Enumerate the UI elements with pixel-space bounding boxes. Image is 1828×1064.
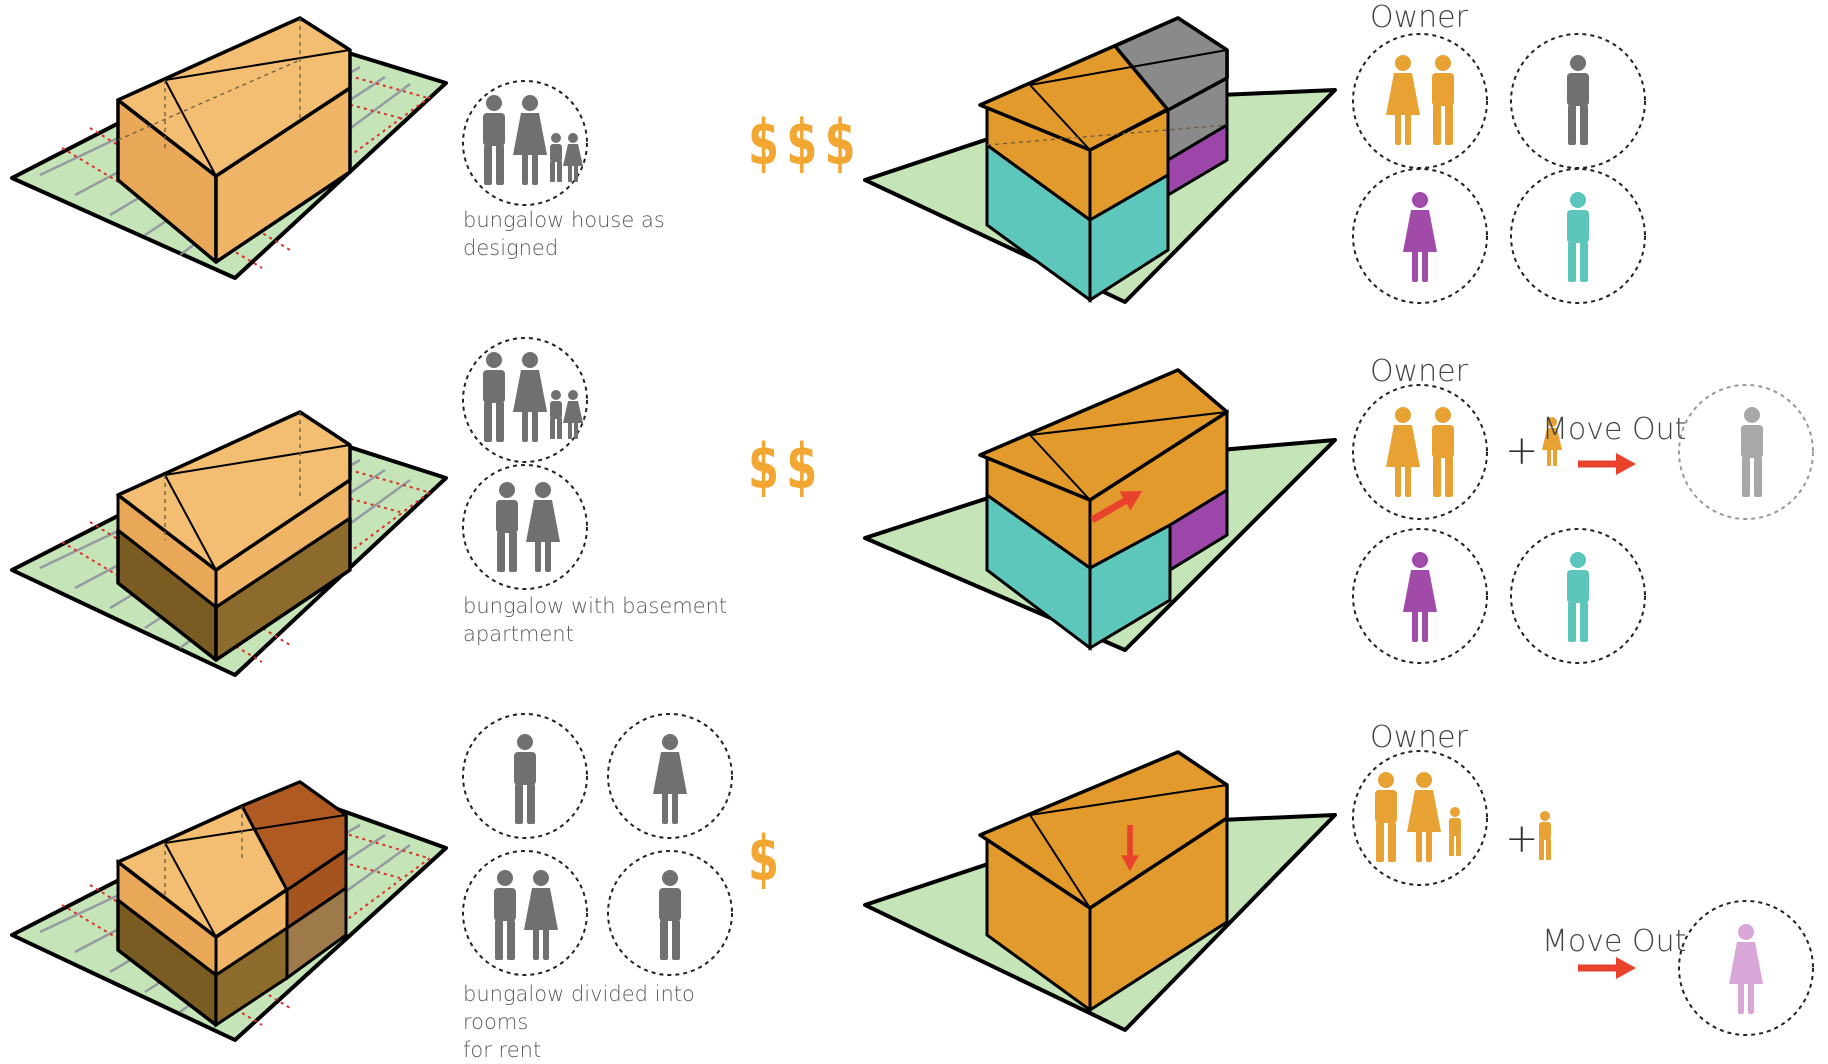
row1-owner-label: Owner bbox=[1370, 0, 1468, 35]
row3-owner-label: Owner bbox=[1370, 720, 1468, 755]
row1-cost-dollars: $$$ bbox=[748, 106, 863, 179]
row2-caption: bungalow with basement apartment bbox=[463, 592, 743, 648]
row3-house-diagram bbox=[10, 780, 448, 1042]
row2-caption-line1: bungalow with basement bbox=[463, 594, 728, 618]
row1-occupant-circles bbox=[1352, 33, 1646, 304]
row2-caption-line2: apartment bbox=[463, 622, 574, 646]
row1-family-circle bbox=[462, 80, 588, 206]
child-icon bbox=[563, 133, 583, 182]
row2-plus-sign: + bbox=[1505, 428, 1539, 474]
row2-house-diagram bbox=[10, 410, 448, 677]
row3-caption: bungalow divided into rooms for rent bbox=[463, 980, 743, 1064]
row3-cost-dollars: $ bbox=[748, 822, 787, 895]
row2-occupant-circles bbox=[1352, 384, 1814, 664]
child-icon bbox=[550, 133, 562, 182]
row2-couple-circle bbox=[462, 464, 588, 590]
row2-basement-house bbox=[863, 368, 1337, 652]
row3-tenant-circles bbox=[462, 713, 733, 976]
row2-owner-label: Owner bbox=[1370, 354, 1468, 389]
row2-move-out-label: Move Out bbox=[1542, 412, 1687, 447]
row3-move-out-label: Move Out bbox=[1542, 924, 1687, 959]
row2-family-circle bbox=[462, 337, 588, 463]
row3-occupant-circles bbox=[1352, 750, 1814, 1036]
man-icon bbox=[483, 95, 505, 185]
row1-caption: bungalow house as designed bbox=[463, 208, 665, 260]
row1-house-diagram bbox=[10, 16, 448, 280]
row3-caption-line1: bungalow divided into rooms bbox=[463, 982, 695, 1034]
row3-plus-sign: + bbox=[1505, 816, 1539, 862]
row2-cost-dollars: $$ bbox=[748, 430, 825, 503]
row3-caption-line2: for rent bbox=[463, 1038, 542, 1062]
woman-icon bbox=[513, 95, 547, 185]
row1-divided-house bbox=[863, 16, 1337, 304]
row3-single-house bbox=[863, 750, 1337, 1032]
